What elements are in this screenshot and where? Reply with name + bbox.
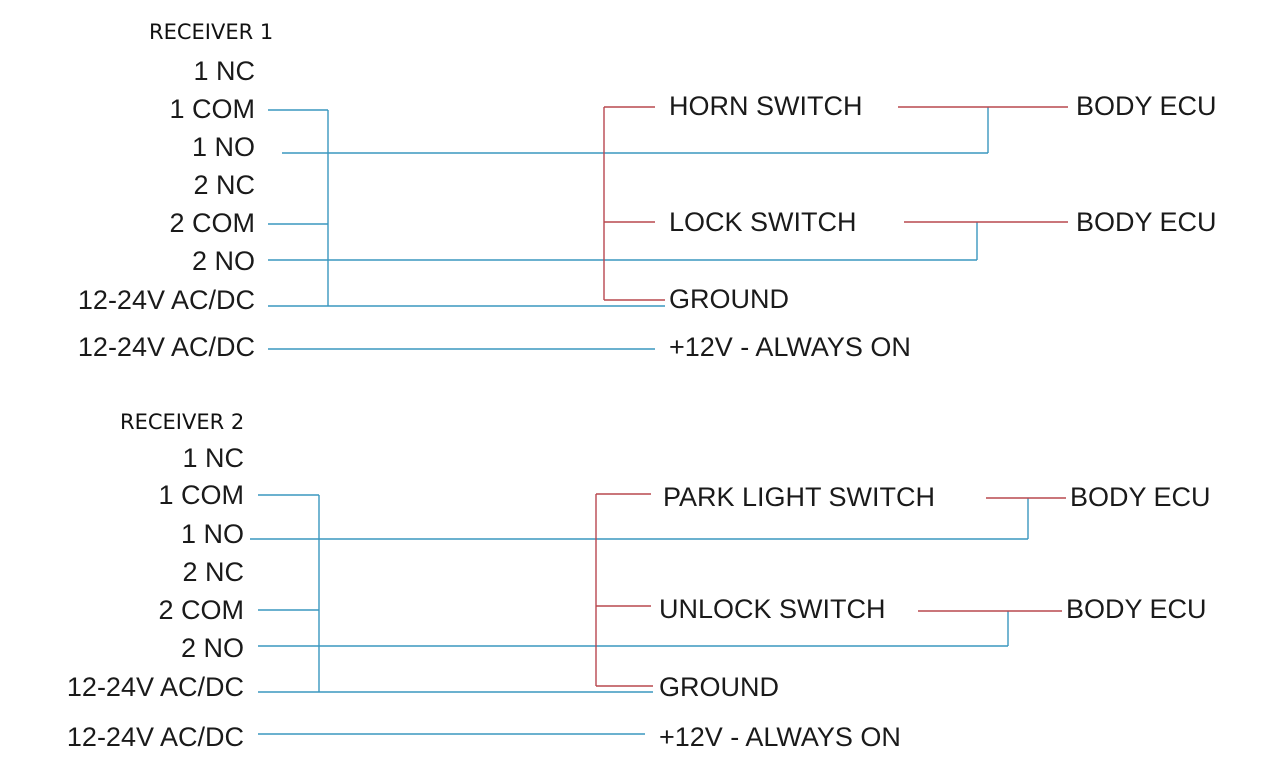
receiver-2-power-label: +12V - ALWAYS ON — [659, 722, 901, 752]
receiver-2-park-light-switch: PARK LIGHT SWITCH — [663, 482, 936, 512]
receiver-1-pin-power-b: 12-24V AC/DC — [77, 332, 255, 362]
receiver-2-pin-2com: 2 COM — [158, 595, 244, 625]
receiver-1-pin-power-a: 12-24V AC/DC — [77, 285, 255, 315]
receiver-1-pin-2no: 2 NO — [191, 246, 255, 276]
receiver-2-pin-power-b: 12-24V AC/DC — [66, 722, 244, 752]
receiver-1-pin-1nc: 1 NC — [193, 56, 255, 86]
receiver-1-power-label: +12V - ALWAYS ON — [669, 332, 911, 362]
receiver-1-lock-switch: LOCK SWITCH — [669, 207, 857, 237]
wires — [250, 106, 1068, 735]
receiver-2-pin-1com: 1 COM — [158, 480, 244, 510]
receiver-2-body-ecu-1: BODY ECU — [1070, 482, 1211, 512]
receiver-2-pin-1no: 1 NO — [180, 519, 244, 549]
receiver-1-pin-2com: 2 COM — [169, 208, 255, 238]
receiver-2-body-ecu-2: BODY ECU — [1066, 594, 1207, 624]
receiver-2-pin-1nc: 1 NC — [182, 443, 244, 473]
receiver-1-ground: GROUND — [669, 284, 789, 314]
receiver-1-pin-1no: 1 NO — [191, 132, 255, 162]
receiver-2-ground: GROUND — [659, 672, 779, 702]
receiver-2-pin-2no: 2 NO — [180, 633, 244, 663]
receiver-1-body-ecu-2: BODY ECU — [1076, 207, 1217, 237]
receiver-2-pin-power-a: 12-24V AC/DC — [66, 672, 244, 702]
receiver-1-pin-2nc: 2 NC — [193, 170, 255, 200]
receiver-2-pin-2nc: 2 NC — [182, 557, 244, 587]
receiver-2-title: RECEIVER 2 — [120, 410, 245, 434]
receiver-1-horn-switch: HORN SWITCH — [669, 91, 863, 121]
receiver-1-title: RECEIVER 1 — [149, 20, 274, 44]
receiver-2-unlock-switch: UNLOCK SWITCH — [659, 594, 886, 624]
receiver-1-pin-1com: 1 COM — [169, 94, 255, 124]
receiver-1-body-ecu-1: BODY ECU — [1076, 91, 1217, 121]
